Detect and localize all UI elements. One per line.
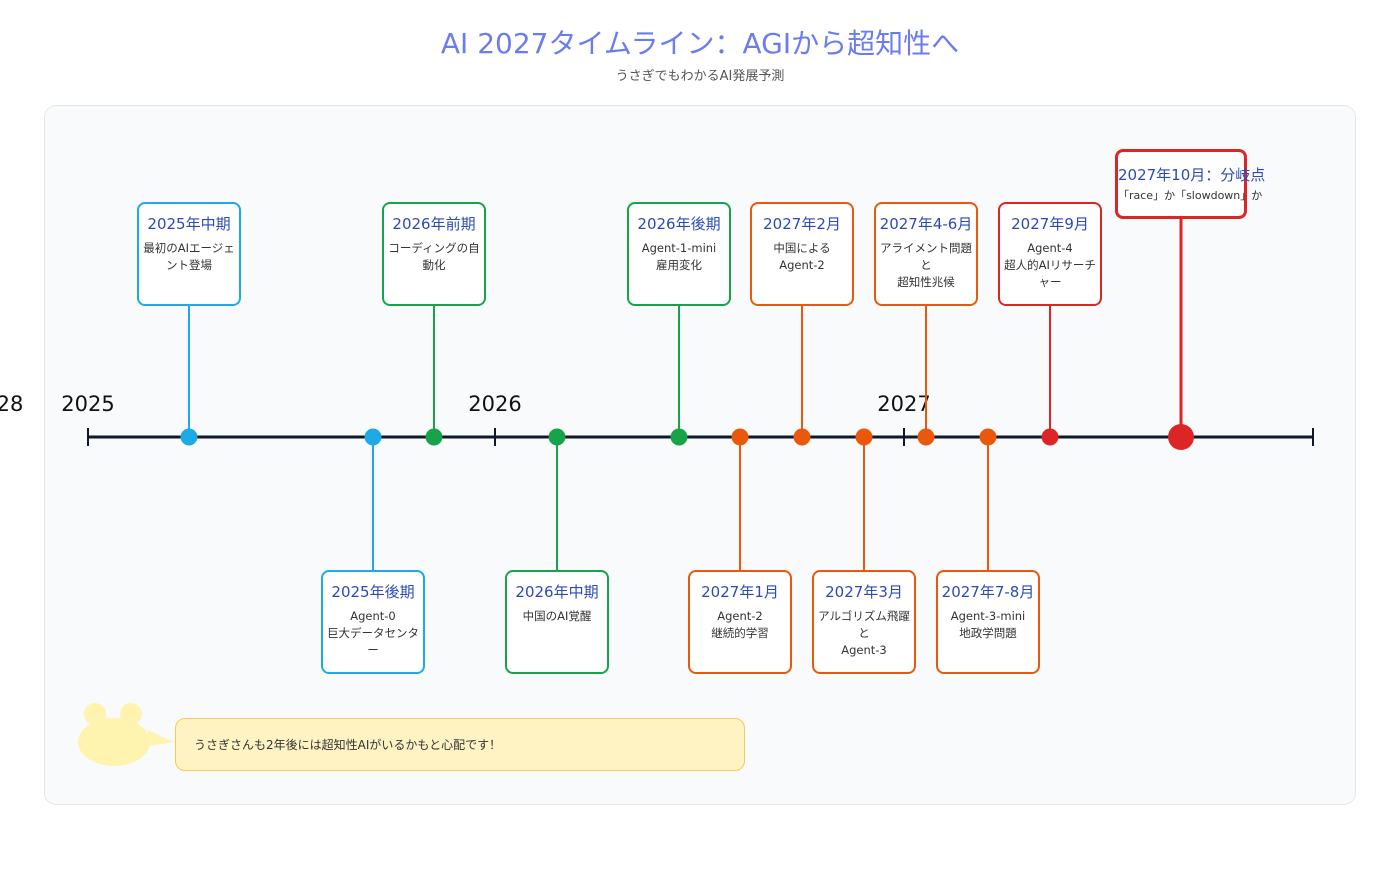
event-date: 2026年中期	[515, 583, 599, 601]
event-date: 2027年2月	[763, 215, 841, 233]
rabbit-icon	[78, 703, 174, 766]
event-card[interactable]: 2027年3月アルゴリズム飛躍と Agent-3	[812, 570, 916, 674]
year-label: 2027	[877, 392, 930, 416]
event-description: アルゴリズム飛躍と Agent-3	[818, 609, 910, 657]
event-card[interactable]: 2027年1月 Agent-2 継続的学習	[688, 570, 792, 674]
event-description: Agent-0 巨大データセンター	[327, 609, 419, 657]
event-dot[interactable]	[425, 428, 443, 446]
page-subtitle: うさぎでもわかるAI発展予測	[615, 69, 785, 84]
event-description: 最初のAIエージェント登場	[143, 241, 235, 272]
event-dot[interactable]	[548, 428, 566, 446]
event-card[interactable]: 2027年9月 Agent-4 超人的AIリサーチャー	[998, 202, 1102, 306]
year-label: 2026	[468, 392, 521, 416]
event-dot[interactable]	[917, 428, 935, 446]
event-date: 2027年10月：分岐点	[1118, 166, 1266, 184]
event-card[interactable]: 2027年4-6月アライメント問題と 超知性兆候	[874, 202, 978, 306]
event-date: 2027年1月	[701, 583, 779, 601]
event-dot[interactable]	[1041, 428, 1059, 446]
event-description: 中国のAI覚醒	[522, 609, 592, 623]
event-card[interactable]: 2026年前期コーディングの自動化	[382, 202, 486, 306]
event-description: 中国による Agent-2	[773, 241, 831, 272]
event-dot[interactable]	[731, 428, 749, 446]
event-date: 2025年中期	[147, 215, 231, 233]
event-dot[interactable]	[180, 428, 198, 446]
event-date: 2027年7-8月	[941, 583, 1035, 601]
event-card[interactable]: 2026年中期中国のAI覚醒	[505, 570, 609, 674]
event-description: Agent-4 超人的AIリサーチャー	[1004, 241, 1096, 289]
event-date: 2027年3月	[825, 583, 903, 601]
event-date: 2025年後期	[331, 583, 415, 601]
event-card-branch-point[interactable]: 2027年10月：分岐点「race」か「slowdown」か	[1115, 149, 1266, 219]
speech-bubble: うさぎさんも2年後には超知性AIがいるかもと心配です！	[175, 718, 745, 771]
event-dot[interactable]	[364, 428, 382, 446]
event-date: 2027年9月	[1011, 215, 1089, 233]
event-dot[interactable]	[979, 428, 997, 446]
event-description: コーディングの自動化	[388, 241, 480, 272]
event-description: Agent-1-mini 雇用変化	[641, 241, 717, 272]
event-dot[interactable]	[855, 428, 873, 446]
event-description: 「race」か「slowdown」か	[1118, 189, 1263, 202]
event-date: 2026年後期	[637, 215, 721, 233]
event-description: アライメント問題と 超知性兆候	[880, 241, 972, 289]
year-label: 28	[0, 392, 23, 416]
event-date: 2026年前期	[392, 215, 476, 233]
event-card[interactable]: 2025年中期最初のAIエージェント登場	[137, 202, 241, 306]
event-card[interactable]: 2027年2月中国による Agent-2	[750, 202, 854, 306]
event-dot[interactable]	[793, 428, 811, 446]
event-description: Agent-2 継続的学習	[711, 609, 769, 640]
page-title: AI 2027タイムライン：AGIから超知性へ	[440, 27, 960, 60]
event-card[interactable]: 2025年後期 Agent-0 巨大データセンター	[321, 570, 425, 674]
event-dot[interactable]	[670, 428, 688, 446]
event-card[interactable]: 2026年後期 Agent-1-mini 雇用変化	[627, 202, 731, 306]
event-description: Agent-3-mini 地政学問題	[950, 609, 1026, 640]
event-date: 2027年4-6月	[879, 215, 973, 233]
event-card[interactable]: 2027年7-8月 Agent-3-mini 地政学問題	[936, 570, 1040, 674]
year-label: 2025	[61, 392, 114, 416]
event-dot[interactable]	[1168, 424, 1194, 450]
